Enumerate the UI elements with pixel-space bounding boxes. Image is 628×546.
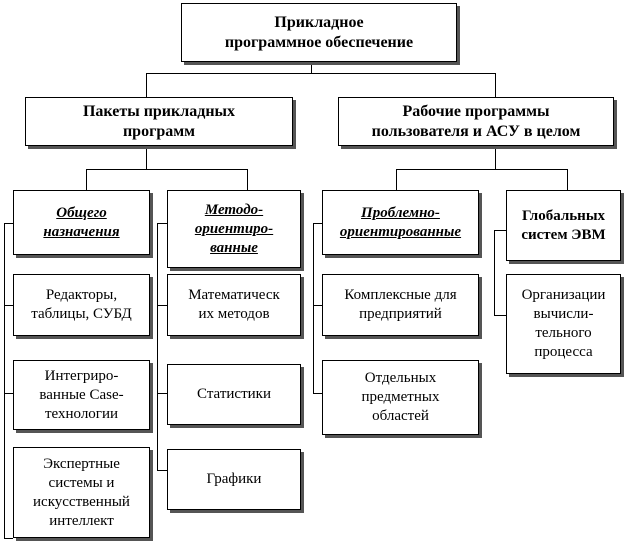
connector-cat2-up bbox=[247, 169, 248, 190]
connector-problem-cat bbox=[313, 223, 322, 224]
connector-global-spine bbox=[494, 230, 495, 315]
connector-left-down bbox=[146, 146, 147, 169]
connector-problem-1 bbox=[313, 305, 322, 306]
root-box: Прикладное программное обеспечение bbox=[181, 3, 457, 62]
method-item-math: Математическ их методов bbox=[167, 274, 301, 336]
general-item-editors: Редакторы, таблицы, СУБД bbox=[13, 274, 150, 336]
connector-level1-right bbox=[495, 73, 496, 97]
connector-root-down bbox=[311, 62, 312, 73]
category-general-box: Общего назначения bbox=[13, 190, 150, 255]
connector-method-2 bbox=[157, 393, 167, 394]
connector-cat4-up bbox=[567, 169, 568, 190]
problem-item-domains: Отдельных предметных областей bbox=[322, 360, 479, 435]
user-programs-box: Рабочие программы пользователя и АСУ в ц… bbox=[338, 97, 614, 146]
packages-box: Пакеты прикладных программ bbox=[25, 97, 293, 146]
method-item-stats: Статистики bbox=[167, 364, 301, 425]
connector-right-down bbox=[495, 146, 496, 169]
connector-method-cat bbox=[157, 223, 167, 224]
connector-global-cat bbox=[494, 230, 506, 231]
connector-general-cat bbox=[4, 223, 13, 224]
connector-level1-left bbox=[146, 73, 147, 97]
connector-method-3 bbox=[157, 470, 167, 471]
connector-general-1 bbox=[4, 305, 13, 306]
general-item-expert: Экспертные системы и искусственный интел… bbox=[13, 447, 150, 538]
connector-method-1 bbox=[157, 305, 167, 306]
connector-level1-bar bbox=[146, 73, 496, 74]
connector-general-3 bbox=[4, 538, 13, 539]
connector-global-1 bbox=[494, 315, 506, 316]
global-item-process: Организации вычисли- тельного процесса bbox=[506, 274, 621, 374]
connector-problem-spine bbox=[313, 223, 314, 394]
general-item-case: Интегриро- ванные Case- технологии bbox=[13, 360, 150, 430]
category-method-box: Методо- ориентиро- ванные bbox=[167, 190, 301, 268]
connector-general-2 bbox=[4, 393, 13, 394]
connector-method-spine bbox=[157, 223, 158, 471]
category-problem-box: Проблемно- ориентированные bbox=[322, 190, 479, 255]
connector-problem-2 bbox=[313, 393, 322, 394]
category-global-box: Глобальных систем ЭВМ bbox=[506, 190, 621, 261]
connector-cat1-up bbox=[86, 169, 87, 190]
connector-right-bar bbox=[396, 169, 568, 170]
problem-item-enterprise: Комплексные для предприятий bbox=[322, 274, 479, 336]
connector-cat3-up bbox=[396, 169, 397, 190]
connector-general-spine bbox=[4, 223, 5, 539]
method-item-graphics: Графики bbox=[167, 449, 301, 510]
connector-left-bar bbox=[86, 169, 248, 170]
